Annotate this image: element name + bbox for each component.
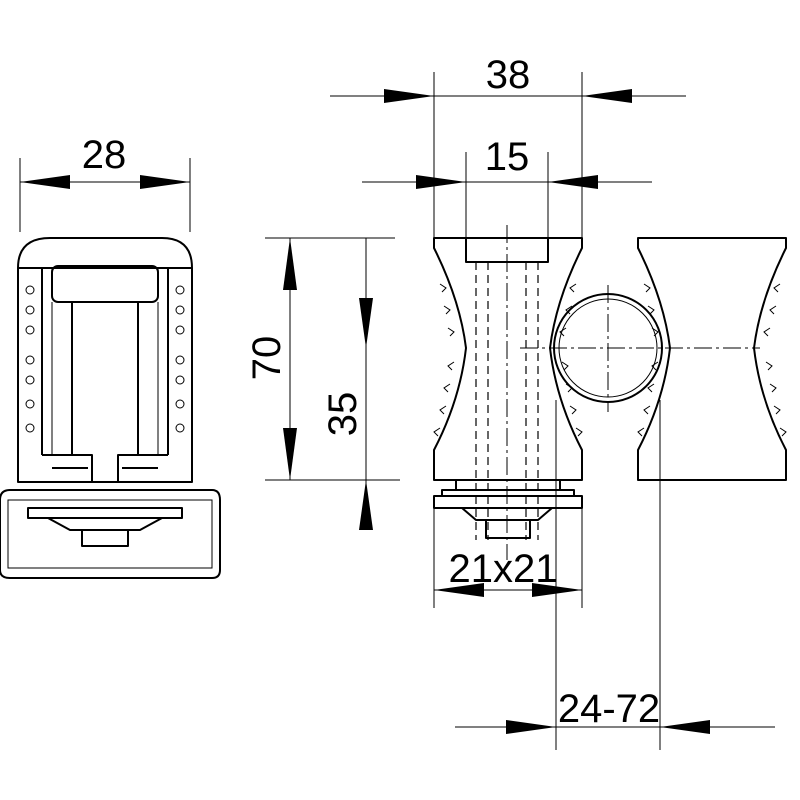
dimension-38-label: 38 [486,53,531,97]
clamp-jaw-right [637,237,787,481]
dimension-28: 28 [19,133,191,232]
height-dimensions: 70 35 [245,237,400,530]
dimension-70-label: 70 [245,336,289,381]
round-conductor [520,285,760,412]
dimension-15: 15 [362,135,652,238]
dimension-38: 38 [330,53,686,238]
dimension-35-label: 35 [321,392,365,437]
dimension-15-label: 15 [485,135,530,179]
dimension-24-72-label: 24-72 [558,687,660,731]
dimension-24-72: 24-72 [455,400,775,750]
clamp-jaw-left [433,237,583,481]
teeth-right [175,285,185,433]
teeth-left [25,285,35,433]
side-view: 28 [0,133,221,579]
dimension-21x21-label: 21x21 [449,547,558,591]
dimension-21x21: 21x21 [433,508,583,608]
front-view: 38 15 [330,53,686,560]
dimension-28-label: 28 [82,133,127,177]
